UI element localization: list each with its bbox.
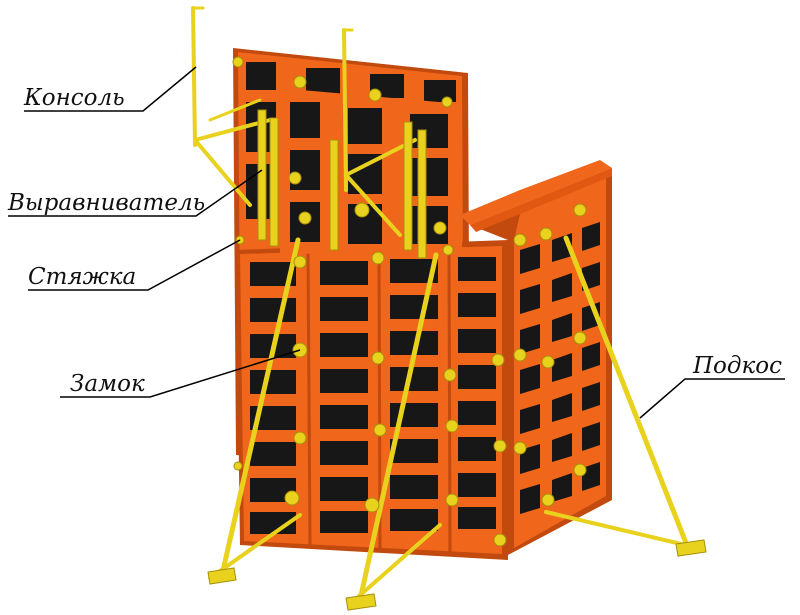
lock-leader bbox=[60, 349, 301, 398]
tie-leader bbox=[28, 239, 241, 291]
front-wall-panel bbox=[236, 240, 508, 560]
brace-label: Подкос bbox=[692, 353, 782, 379]
tie-label: Стяжка bbox=[28, 264, 136, 290]
console-label: Консоль bbox=[23, 85, 125, 111]
aligners bbox=[257, 109, 427, 259]
consoles bbox=[191, 6, 417, 237]
braces bbox=[208, 235, 700, 606]
brace-foot-plates bbox=[207, 539, 707, 611]
brace-leader bbox=[639, 378, 785, 419]
locks-and-ties bbox=[232, 56, 587, 547]
aligner-label: Выравниватель bbox=[7, 190, 205, 216]
aligner-leader bbox=[8, 169, 263, 217]
leader-lines bbox=[8, 66, 785, 419]
lock-label: Замок bbox=[70, 371, 145, 397]
console-leader bbox=[24, 66, 197, 112]
